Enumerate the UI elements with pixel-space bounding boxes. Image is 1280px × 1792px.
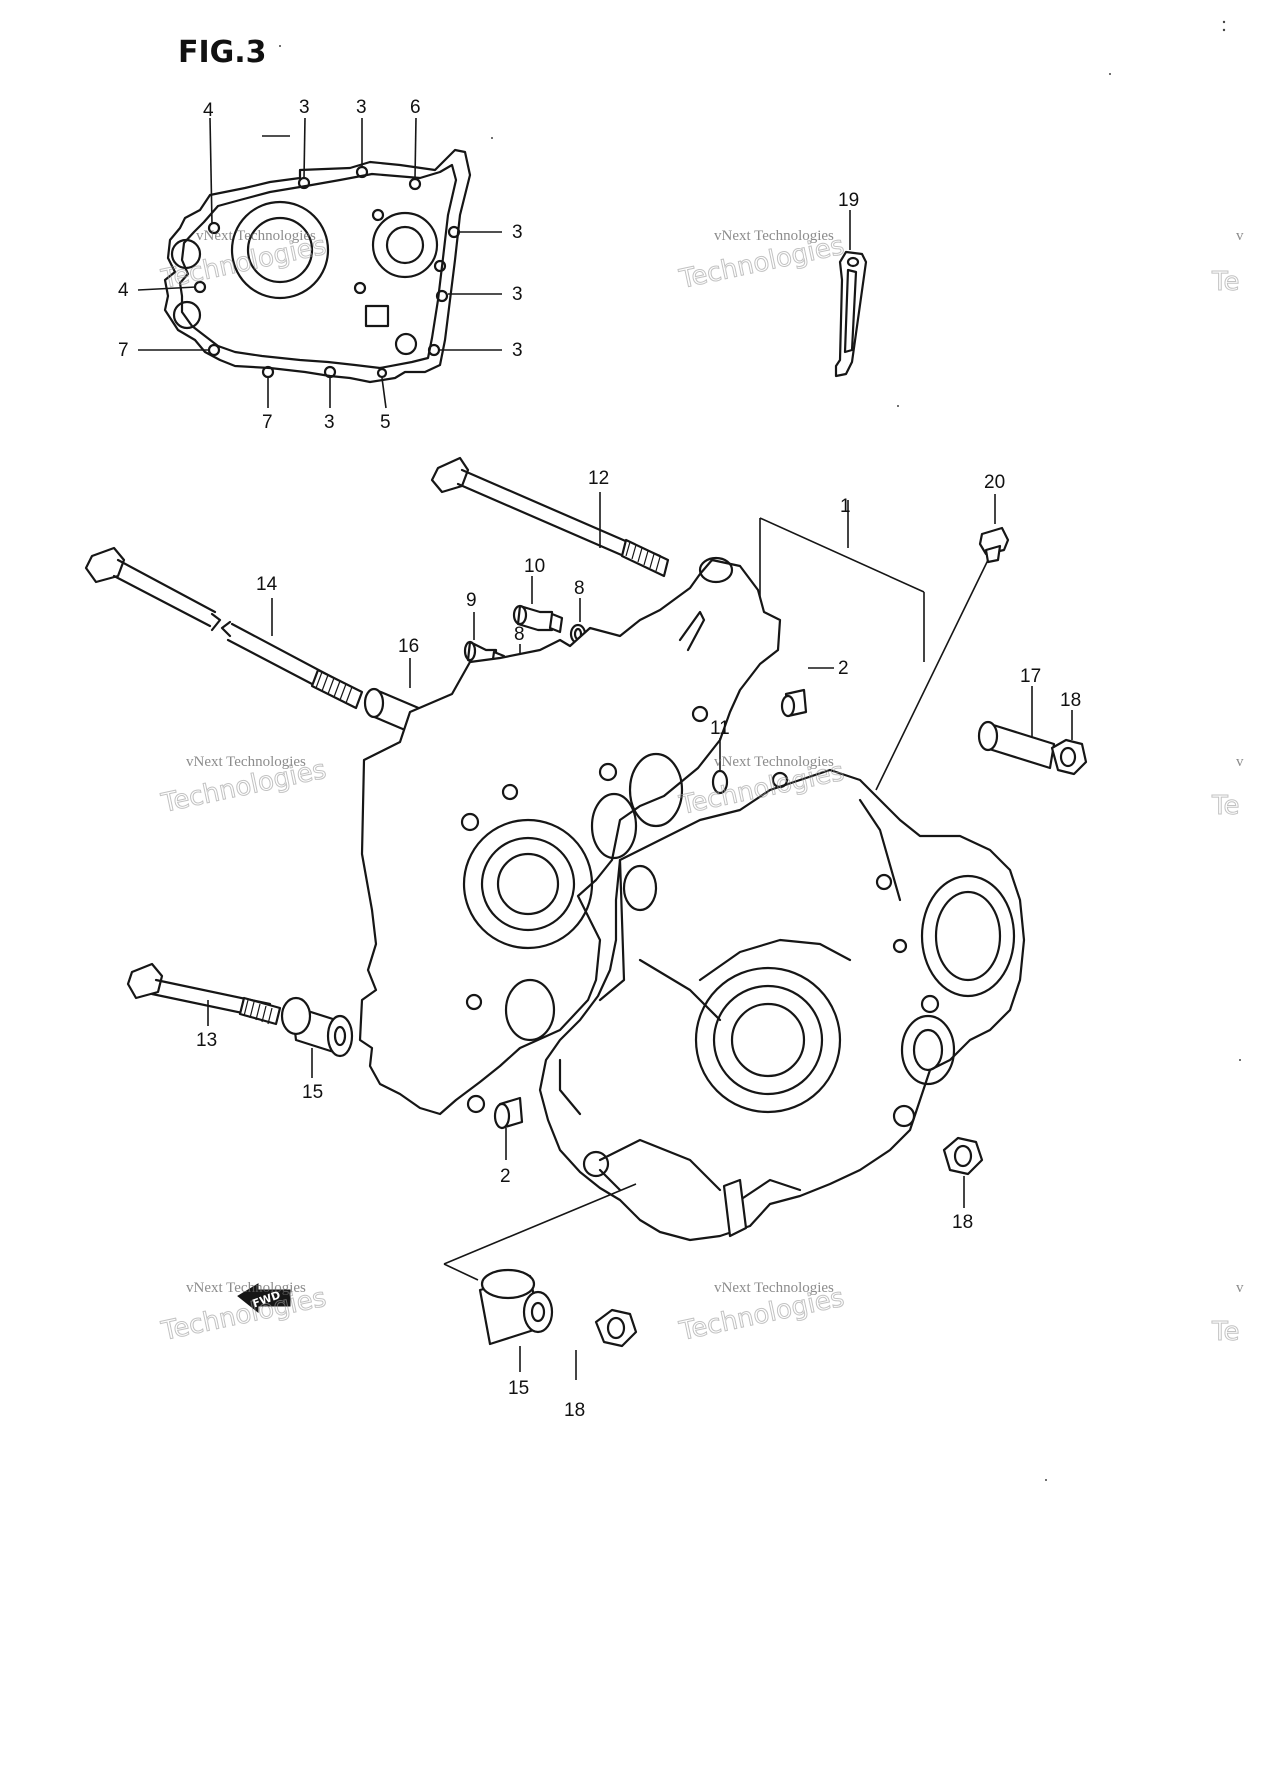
part-20-plug	[875, 494, 1010, 791]
callout-gasket-7a: 7	[118, 340, 129, 361]
callout-2b: 2	[500, 1166, 511, 1187]
part-18-nut-b	[942, 1136, 984, 1208]
watermark-3: vNext Technologies Technologies	[158, 754, 330, 820]
part-18-nut-a	[1050, 710, 1088, 776]
watermark-5: vNext Technologies Technologies	[158, 1280, 330, 1348]
callout-gasket-3c: 3	[512, 222, 523, 243]
callout-15b: 15	[508, 1378, 529, 1399]
callout-gasket-6: 6	[410, 97, 421, 118]
part-12-bolt	[430, 456, 670, 578]
part-1-crankcase	[358, 500, 1026, 1242]
watermark-1: vNext Technologies Technologies	[158, 228, 330, 296]
part-11-oring	[711, 738, 729, 795]
main-callouts: 19 12 20 1 14 10 9 8 8 16 2 17 18 11 13 …	[196, 190, 1081, 1421]
callout-10: 10	[524, 556, 545, 577]
scan-specks	[279, 20, 1241, 1481]
watermark-line1: vNext Technologies	[196, 228, 316, 244]
front-arrow-icon	[237, 1283, 291, 1314]
crankcase-gasket	[163, 148, 472, 384]
callout-2a: 2	[838, 658, 849, 679]
callout-11: 11	[710, 718, 730, 739]
watermark-line1: vNext Technologies	[186, 754, 306, 770]
part-15-sleeve-b	[443, 1183, 637, 1372]
callout-8b: 8	[514, 624, 525, 645]
part-19-bracket	[834, 210, 868, 378]
watermark-line1: vNext Technologies	[714, 228, 834, 244]
callout-12: 12	[588, 468, 609, 489]
part-14-bolt	[84, 546, 364, 710]
callout-gasket-4a: 4	[203, 100, 214, 121]
part-15-sleeve-a	[280, 996, 354, 1078]
callout-gasket-3a: 3	[299, 97, 310, 118]
watermark-edge-6: Te	[1211, 1317, 1239, 1347]
callout-9: 9	[466, 590, 477, 611]
watermark-line1: vNext Technologies	[714, 1280, 834, 1296]
callout-1: 1	[840, 496, 851, 517]
callout-8a: 8	[574, 578, 585, 599]
callout-14: 14	[256, 574, 278, 595]
part-18-nut-c	[575, 1308, 638, 1380]
callout-13: 13	[196, 1030, 217, 1051]
callout-gasket-3b: 3	[356, 97, 367, 118]
part-13-bolt	[126, 962, 282, 1026]
front-indicator: FWD	[237, 1283, 291, 1314]
watermark-edge-3: v	[1236, 754, 1244, 770]
callout-19: 19	[838, 190, 859, 211]
part-2-dowel-b	[493, 1096, 524, 1160]
callout-15a: 15	[302, 1082, 323, 1103]
part-17-sleeve	[977, 686, 1056, 770]
callout-gasket-3d: 3	[512, 284, 523, 305]
gasket-callouts: 4 3 3 6 3 4 3 7 3 7 3 5	[118, 97, 523, 433]
callout-17: 17	[1020, 666, 1041, 687]
callout-gasket-3e: 3	[512, 340, 523, 361]
watermark-edge-2: Te	[1211, 267, 1239, 297]
callout-18c: 18	[564, 1400, 585, 1421]
watermark-edge-4: Te	[1211, 791, 1239, 821]
watermark-edge-1: v	[1236, 228, 1244, 244]
gasket-leaders	[137, 117, 502, 409]
callout-18b: 18	[952, 1212, 973, 1233]
callout-gasket-4b: 4	[118, 280, 129, 301]
figure-title: FIG.3	[178, 35, 267, 70]
part-2-dowel-a	[780, 667, 834, 718]
watermark-line1: vNext Technologies	[186, 1280, 306, 1296]
callout-gasket-3f: 3	[324, 412, 335, 433]
callout-gasket-5: 5	[380, 412, 391, 433]
callout-18a: 18	[1060, 690, 1081, 711]
watermark-edge-5: v	[1236, 1280, 1244, 1296]
callout-gasket-7b: 7	[262, 412, 273, 433]
watermark-2: vNext Technologies Technologies	[676, 228, 848, 296]
callout-16: 16	[398, 636, 419, 657]
watermark-line1: vNext Technologies	[714, 754, 834, 770]
callout-20: 20	[984, 472, 1005, 493]
watermark-6: vNext Technologies Technologies	[676, 1280, 848, 1348]
part-10-plug	[512, 576, 564, 634]
